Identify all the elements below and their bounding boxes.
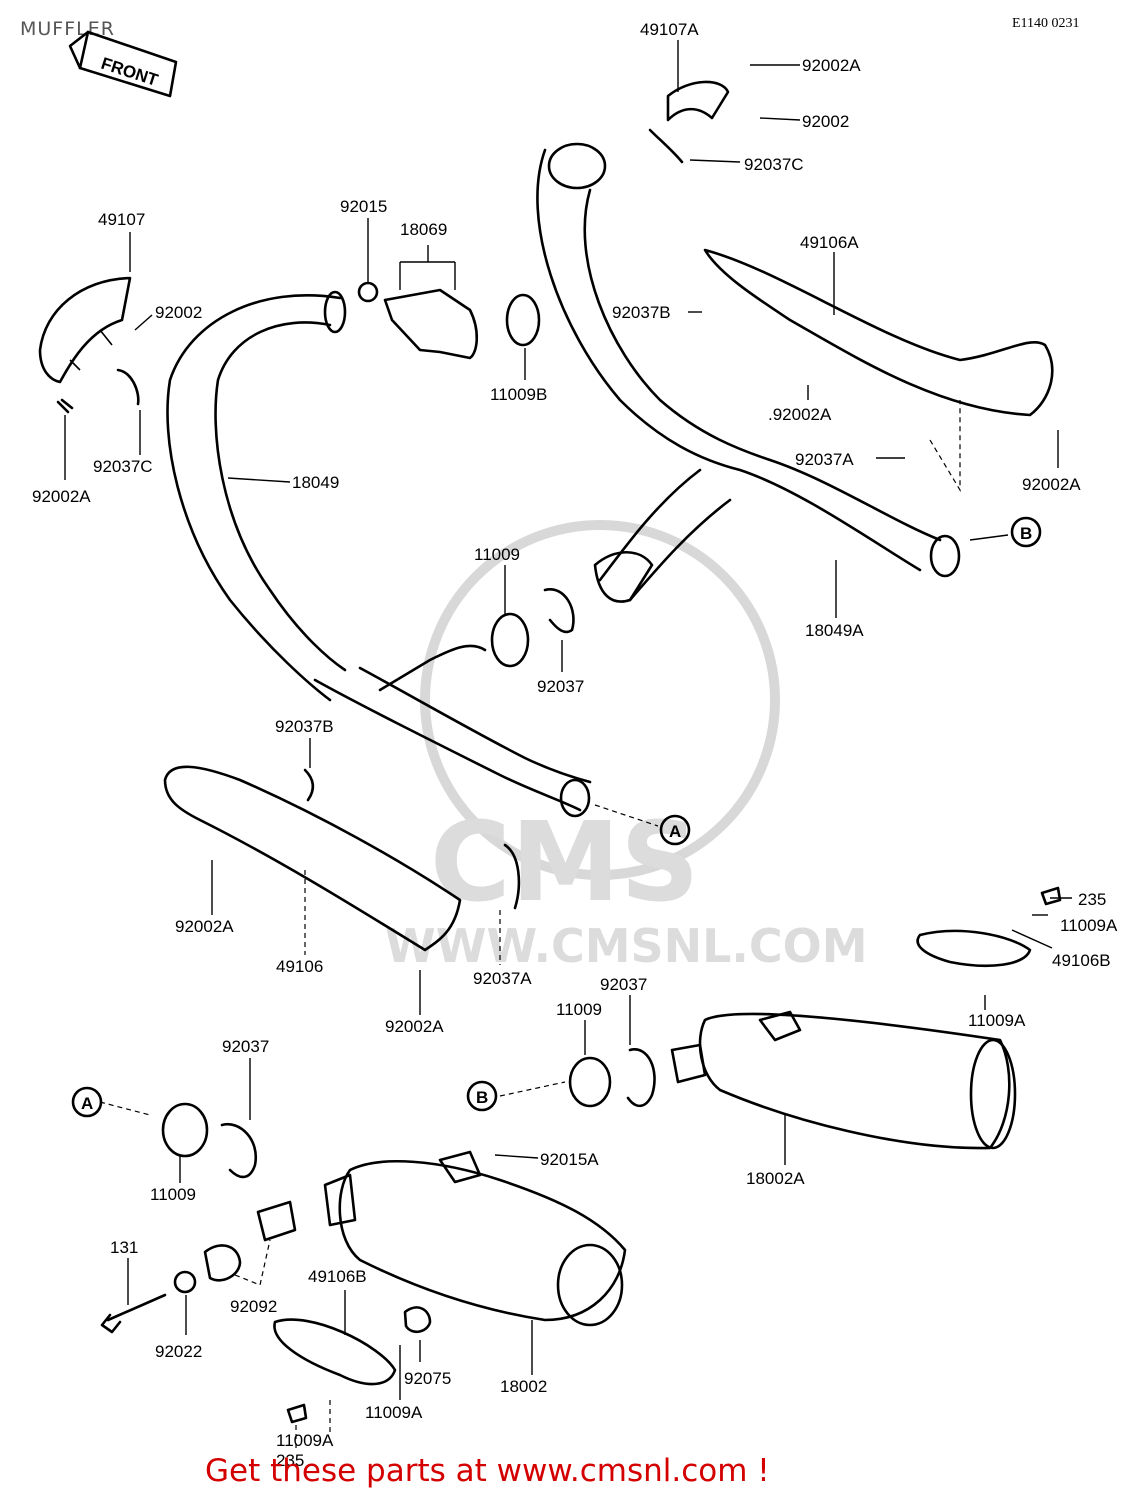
front-arrow: FRONT — [68, 30, 178, 98]
sleeve-mid — [593, 551, 654, 603]
diagram-code: E1140 0231 — [1012, 16, 1080, 31]
ref-marker-label: A — [669, 822, 681, 841]
exhaust-pipe-18049A — [536, 142, 961, 602]
part-label: 11009 — [150, 1185, 196, 1204]
part-label: 49106 — [276, 957, 323, 976]
nut-92015 — [357, 281, 379, 303]
watermark-url: WWW.CMSNL.COM — [385, 919, 868, 973]
leader-lines — [64, 40, 1072, 1450]
part-label: 11009 — [556, 1000, 602, 1019]
ref-marker-label: B — [1020, 524, 1032, 543]
part-label: 92037A — [795, 450, 854, 469]
part-label: 49107 — [98, 210, 145, 229]
part-label: 92037C — [744, 155, 804, 174]
part-label: 92015 — [340, 197, 387, 216]
part-label: 18049A — [805, 621, 864, 640]
part-label: 235 — [1078, 890, 1106, 909]
part-label: 92002 — [802, 112, 849, 131]
part-label: 18069 — [400, 220, 447, 239]
part-label: 49106B — [1052, 951, 1111, 970]
part-label: 49106B — [308, 1267, 367, 1286]
exhaust-pipe-18049 — [166, 290, 592, 818]
bolt-131 — [100, 1293, 167, 1334]
part-label: 92022 — [155, 1342, 202, 1361]
part-label: 235 — [276, 1451, 304, 1470]
part-label: 18002 — [500, 1377, 547, 1396]
heat-shield-49107 — [38, 276, 132, 384]
clamp-92037-mid — [543, 588, 575, 634]
part-label: 11009A — [1060, 916, 1118, 935]
heat-shield-49106 — [163, 765, 462, 952]
cover-49106B-right — [916, 929, 1032, 968]
damper-92075 — [403, 1306, 432, 1334]
ref-marker-circle — [659, 814, 691, 846]
watermark-logo: CMS — [430, 798, 699, 926]
part-label: 92037 — [537, 677, 584, 696]
part-label: 92037C — [93, 457, 153, 476]
clamp-92037-left — [220, 1122, 258, 1179]
reference-markers: B A A B — [71, 516, 1042, 1118]
muffler-18002A — [670, 1010, 1017, 1150]
part-label: 18049 — [292, 473, 339, 492]
collar-11009-mid — [490, 612, 530, 668]
muffler-18002 — [323, 1150, 627, 1327]
part-label: 92015A — [540, 1150, 599, 1169]
clamp-92037B-lower — [303, 768, 315, 802]
part-label: 92037 — [600, 975, 647, 994]
part-label: 11009B — [490, 385, 547, 404]
part-label: 11009A — [968, 1011, 1026, 1030]
ref-marker-circle — [71, 1086, 103, 1118]
bushing-92092-b — [203, 1244, 242, 1282]
clamp-92037A-lower — [503, 843, 521, 910]
flange-18069 — [383, 288, 479, 360]
collar-11009-left — [161, 1102, 209, 1158]
part-label: 18002A — [746, 1169, 805, 1188]
collar-11009-right — [568, 1056, 612, 1108]
part-label: 92037B — [275, 717, 334, 736]
clamp-92037C-left — [116, 368, 140, 406]
part-label: 92002A — [802, 56, 861, 75]
part-label: 92037A — [473, 969, 532, 988]
ref-marker-circle — [1010, 516, 1042, 548]
gasket-11009B — [505, 293, 541, 347]
part-label: 49106A — [800, 233, 859, 252]
footer-promo-text: Get these parts at www.cmsnl.com ! — [205, 1453, 770, 1489]
bolt-235-right — [1040, 886, 1062, 906]
part-label: 11009A — [276, 1431, 334, 1450]
part-label: 92075 — [404, 1369, 451, 1388]
part-label: 92002A — [385, 1017, 444, 1036]
watermark: CMS WWW.CMSNL.COM — [385, 520, 868, 973]
part-label: 92037 — [222, 1037, 269, 1056]
part-label: 11009 — [474, 545, 520, 564]
bushing-92092-a — [256, 1200, 297, 1242]
ref-marker-label: B — [476, 1088, 488, 1107]
part-label: 92002A — [1022, 475, 1081, 494]
ref-marker-label: A — [81, 1094, 93, 1113]
washer-92022 — [173, 1270, 197, 1294]
page-title: MUFFLER — [20, 18, 115, 40]
part-label: 92002A — [32, 487, 91, 506]
clamp-92037-right — [626, 1048, 656, 1108]
part-label: 92002A — [175, 917, 234, 936]
part-label: 92037B — [612, 303, 671, 322]
heat-shield-49107A — [648, 80, 730, 164]
part-label: 49107A — [640, 20, 699, 39]
cover-49106B-left — [273, 1318, 397, 1386]
heat-shield-49106A — [703, 248, 1054, 417]
part-labels: 49107A 92002A 92002 92037C 49107 92002 9… — [32, 20, 1118, 1470]
ref-marker-circle — [466, 1080, 498, 1112]
part-label: 92002 — [155, 303, 202, 322]
bolt-92002A-left — [56, 398, 74, 414]
part-label: .92002A — [768, 405, 832, 424]
part-label: 11009A — [365, 1403, 423, 1422]
bolt-235-left — [286, 1403, 308, 1424]
part-label: 92092 — [230, 1297, 277, 1316]
part-label: 131 — [110, 1238, 138, 1257]
